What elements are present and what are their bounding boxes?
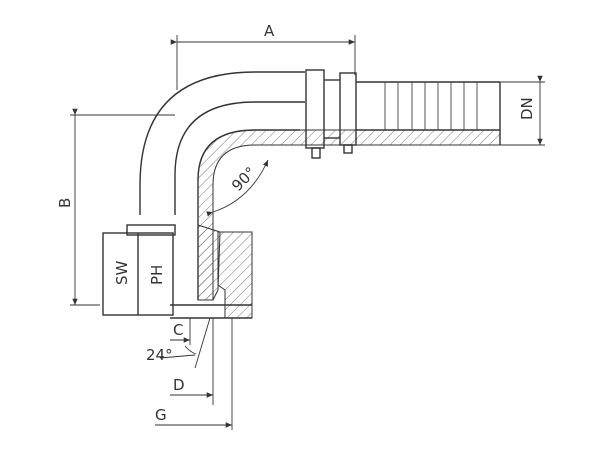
- ph-label: PH: [148, 265, 166, 285]
- angle-24-label: 24°: [146, 346, 173, 364]
- angle-90-label: 90°: [228, 163, 260, 195]
- dim-a-label: A: [264, 22, 275, 40]
- sw-label: SW: [113, 260, 131, 285]
- dimension-dn: DN: [500, 75, 545, 146]
- elbow-body: [139, 71, 501, 301]
- dimension-a: A: [170, 22, 356, 90]
- dimension-b: B: [56, 108, 175, 306]
- dim-g-label: G: [155, 406, 167, 424]
- angle-24-indicator: 24°: [146, 317, 211, 369]
- crimp-collars: [305, 69, 357, 159]
- dimension-c: C: [170, 318, 191, 345]
- hose-tail: [356, 81, 501, 145]
- dim-dn-label: DN: [518, 97, 536, 120]
- angle-90-indicator: 90°: [206, 159, 269, 217]
- dimension-g: G: [155, 318, 233, 430]
- dim-d-label: D: [173, 376, 185, 394]
- dim-b-label: B: [56, 198, 74, 208]
- swivel-nut: [102, 224, 253, 319]
- dimension-d: D: [170, 318, 214, 405]
- dim-c-label: C: [173, 321, 183, 339]
